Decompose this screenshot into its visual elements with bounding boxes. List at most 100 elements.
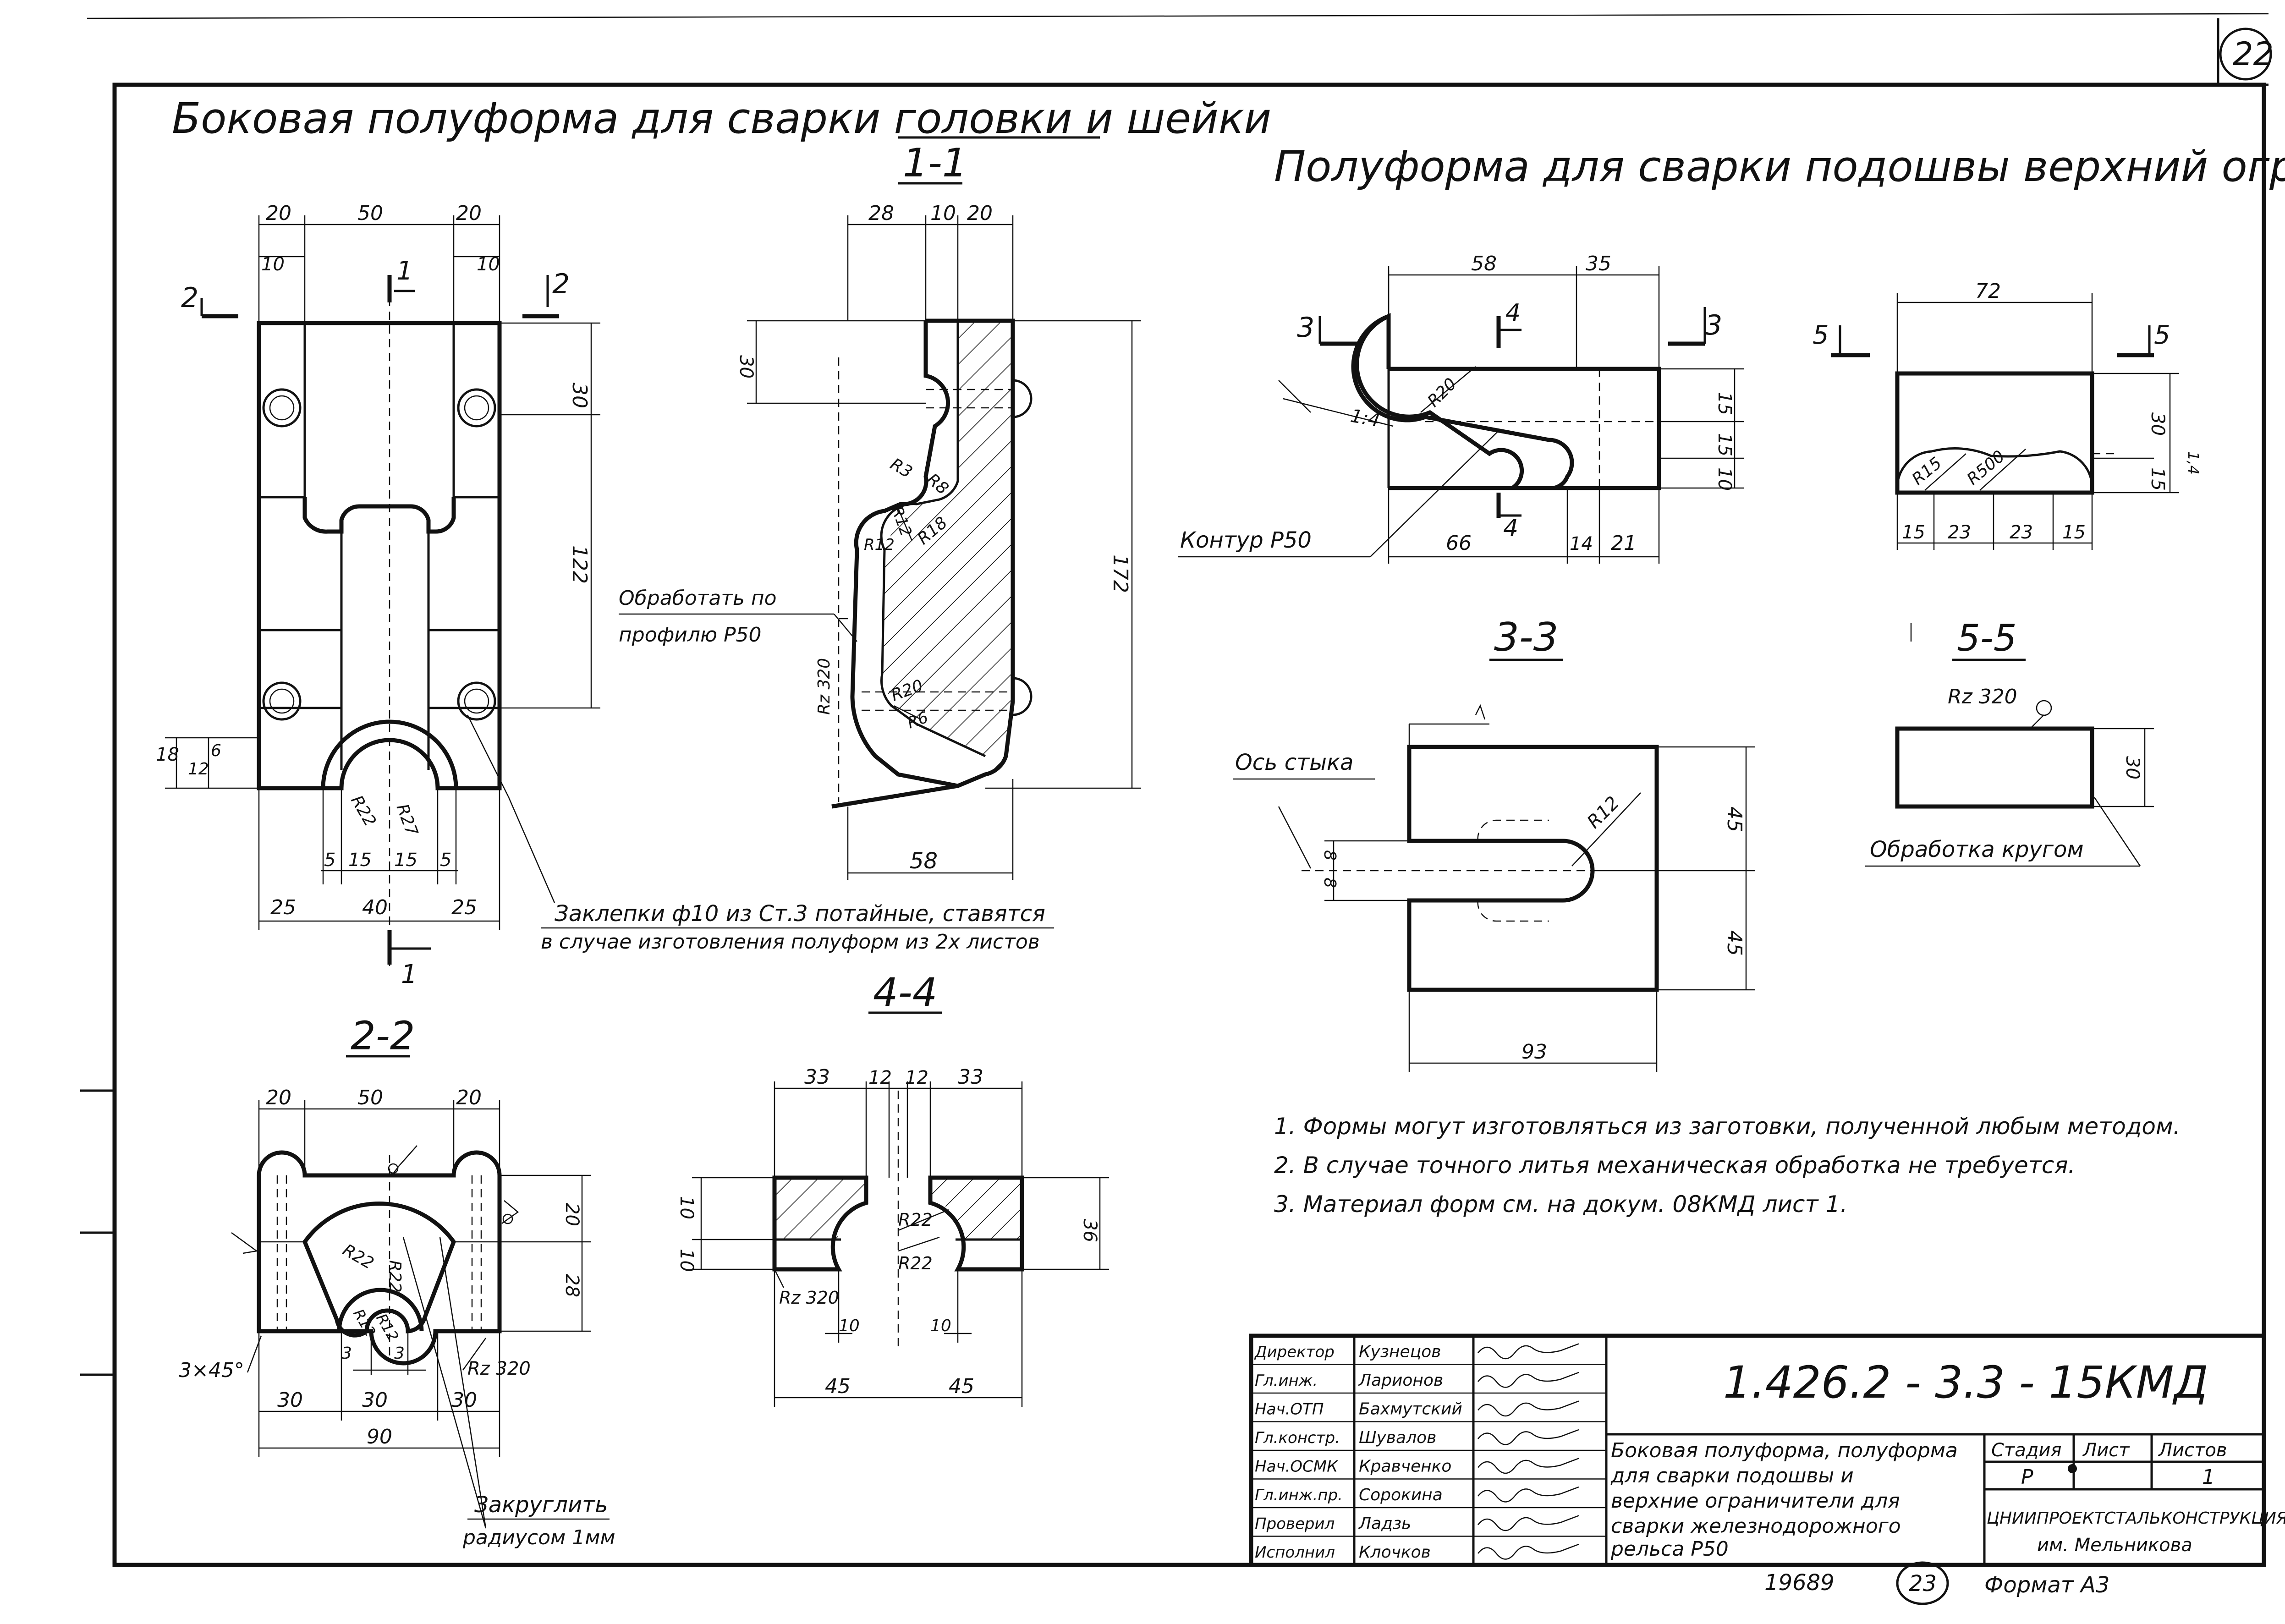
- format-label: Формат А3: [1984, 1572, 2109, 1598]
- chamfer-label: 3×45°: [179, 1359, 244, 1382]
- title-right: Полуформа для сварки подошвы верхний огр…: [1274, 142, 2285, 191]
- dim: 15: [394, 850, 417, 871]
- cut-mark: 4: [1505, 299, 1521, 327]
- limiter-view: 72 30 15 1,4 15 23 23 15 R15 R500 5 5: [1813, 280, 2202, 550]
- title-block-role: Гл.инж.пр.: [1255, 1486, 1343, 1504]
- sheet-number-circle: [2219, 27, 2272, 81]
- dim: 33: [958, 1065, 983, 1089]
- dim: 58: [910, 848, 938, 874]
- dim: 1,4: [2185, 451, 2202, 475]
- dim: 45: [1723, 807, 1746, 832]
- cut-mark: 5: [2154, 320, 2170, 350]
- dim: 15: [348, 850, 372, 871]
- dim: 15: [2062, 522, 2086, 543]
- slope-label: 1:4: [1349, 406, 1381, 431]
- roughness-label: Rz 320: [779, 1288, 839, 1308]
- note-1: 1. Формы могут изготовляться из заготовк…: [1274, 1113, 2181, 1140]
- dim: 15: [1714, 433, 1735, 456]
- dim: 66: [1446, 532, 1472, 555]
- radius-label: R3: [887, 455, 916, 482]
- dim: 8: [1320, 850, 1339, 861]
- rivet-note: Заклепки ф10 из Ст.3 потайные, ставятся …: [467, 714, 1054, 954]
- dim: 14: [1570, 533, 1593, 554]
- title-block-name: Сорокина: [1359, 1486, 1443, 1504]
- section-label: 2-2: [351, 1013, 415, 1059]
- dim: 20: [456, 1086, 482, 1109]
- contour-label: Контур Р50: [1180, 527, 1312, 553]
- dim: 25: [270, 896, 296, 919]
- dim: 10: [839, 1317, 860, 1335]
- radius-label: R22: [340, 1240, 377, 1273]
- dim: 10: [1714, 467, 1735, 491]
- dim: 25: [451, 896, 477, 919]
- dim: 30: [362, 1388, 388, 1412]
- rivet-note-line1: Заклепки ф10 из Ст.3 потайные, ставятся: [555, 901, 1045, 927]
- dim: 20: [266, 1086, 291, 1109]
- dim: 28: [868, 202, 894, 225]
- title-block-role: Гл.констр.: [1255, 1429, 1340, 1447]
- dim: 8: [1320, 878, 1339, 888]
- title-block-role: Нач.ОТП: [1255, 1400, 1324, 1419]
- doc-title-line5: рельса Р50: [1610, 1537, 1729, 1561]
- dim: 28: [561, 1274, 582, 1297]
- section-label: 1-1: [903, 140, 967, 186]
- dim: 15: [1902, 522, 1925, 543]
- title-block-role: Гл.инж.: [1255, 1372, 1318, 1390]
- dim: 30: [2147, 412, 2168, 436]
- dim: 23: [2010, 522, 2033, 543]
- dim: 18: [156, 744, 179, 765]
- hatched-section: [774, 1178, 866, 1240]
- signature: [1478, 1543, 1579, 1560]
- org-line1: ЦНИИПРОЕКТСТАЛЬКОНСТРУКЦИЯ: [1987, 1509, 2285, 1528]
- page-circle: [1896, 1561, 1949, 1605]
- dim: 33: [804, 1065, 830, 1089]
- dim: 122: [568, 545, 591, 584]
- note-process-line2: профилю Р50: [619, 623, 762, 647]
- round-note-line2: радиусом 1мм: [462, 1526, 615, 1549]
- doc-title-line2: для сварки подошвы и: [1610, 1464, 1854, 1487]
- title-block-role: Нач.ОСМК: [1255, 1458, 1339, 1476]
- dim: 23: [1948, 522, 1971, 543]
- hatched-section: [930, 1178, 1022, 1240]
- dim: 45: [1723, 930, 1746, 956]
- doc-title-line1: Боковая полуформа, полуформа: [1611, 1439, 1958, 1462]
- note-3: 3. Материал форм см. на докум. 08КМД лис…: [1274, 1191, 1847, 1218]
- dim: 6: [211, 741, 221, 760]
- section-2-2: 2-2 20 50 20 20 28 30 30 30: [179, 1013, 615, 1549]
- dim: 58: [1471, 252, 1497, 275]
- doc-title-line4: сварки железнодорожного: [1611, 1514, 1901, 1538]
- cut-mark: 3: [1705, 309, 1722, 341]
- radius-label: R22: [898, 1210, 933, 1230]
- sole-view: 1:4 R20 58 35 15 15 10 66 14 21 3 3 4: [1178, 252, 1744, 564]
- process-note: Обработка кругом: [1870, 837, 2084, 862]
- dim: 3: [341, 1344, 352, 1363]
- note-process-line1: Обработать по: [619, 587, 777, 610]
- title-block-role: Директор: [1254, 1343, 1335, 1361]
- section-label: 4-4: [873, 970, 937, 1015]
- dim: 93: [1522, 1040, 1547, 1064]
- signature: [1478, 1429, 1579, 1445]
- dim: 35: [1586, 252, 1611, 275]
- section-4-4: 4-4 33 12 12 33 10 10 36 10 1: [676, 970, 1109, 1407]
- dim: 10: [261, 254, 285, 275]
- dim: 30: [568, 383, 591, 408]
- dim: 50: [357, 202, 383, 225]
- stage-value: Р: [2021, 1465, 2033, 1489]
- stage-header: Стадия: [1991, 1440, 2061, 1461]
- dim: 21: [1611, 532, 1637, 555]
- rivet-note-line2: в случае изготовления полуформ из 2х лис…: [541, 930, 1040, 954]
- sheets-value: 1: [2202, 1465, 2215, 1489]
- doc-title-line3: верхние ограничители для: [1611, 1489, 1900, 1513]
- radius-label: R22: [898, 1253, 933, 1273]
- dim: 20: [266, 202, 291, 225]
- dim: 45: [825, 1375, 851, 1398]
- dim: 72: [1975, 280, 2001, 303]
- roughness-label: Rz 320: [467, 1358, 531, 1379]
- signature: [1478, 1486, 1579, 1503]
- section-label: 5-5: [1957, 617, 2017, 659]
- cut-mark: 5: [1813, 320, 1829, 350]
- dim: 3: [394, 1344, 405, 1363]
- cut-mark: 2: [552, 268, 570, 300]
- punch-hole: [2068, 1464, 2077, 1473]
